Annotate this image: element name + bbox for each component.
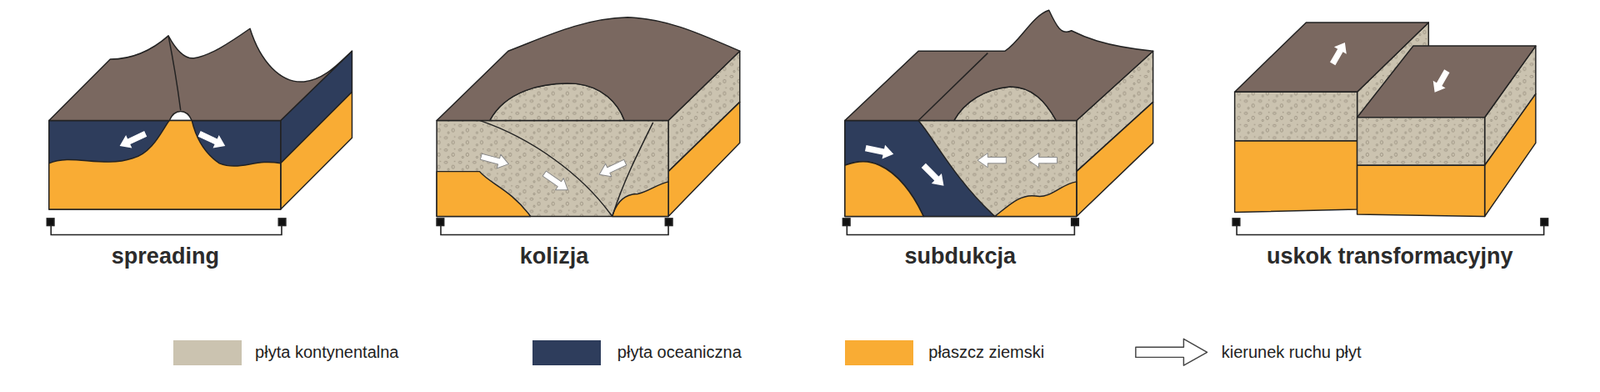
legend-swatch [845, 340, 914, 366]
legend-text: kierunek ruchu płyt [1221, 341, 1362, 362]
subduction-block [845, 10, 1154, 216]
transform-fault-block [1235, 22, 1536, 217]
collision-block [436, 17, 740, 217]
legend-arrow-sample [1135, 338, 1208, 365]
legend-swatch [532, 340, 601, 366]
boundary-type-label: uskok transformacyjny [1266, 242, 1514, 270]
bracket [46, 218, 1548, 235]
legend-text: płyta kontynentalna [255, 341, 399, 362]
legend-text: płaszcz ziemski [928, 341, 1045, 362]
legend-text: płyta oceaniczna [617, 341, 742, 362]
spreading-block [49, 28, 353, 210]
boundary-type-label: spreading [111, 242, 220, 270]
legend-swatch [173, 340, 242, 366]
boundary-type-label: kolizja [520, 242, 590, 270]
boundary-type-label: subdukcja [904, 242, 1016, 270]
